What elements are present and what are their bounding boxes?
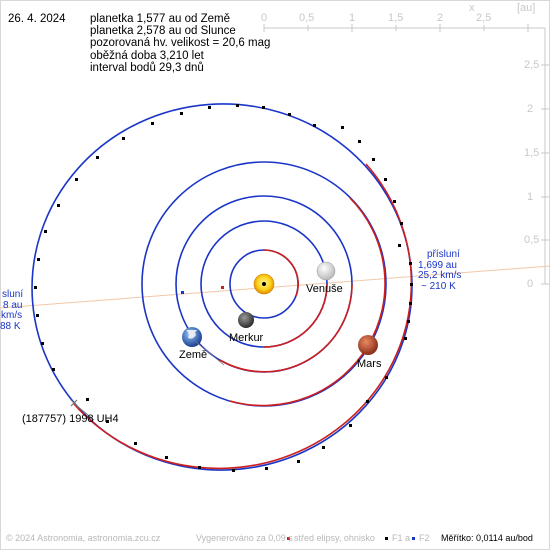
- mars-orbit-red: [229, 197, 386, 407]
- info-line: oběžná doba 3,210 let: [90, 49, 204, 62]
- perihelion-temperature: ~ 210 K: [421, 280, 456, 292]
- info-line: planetka 2,578 au od Slunce: [90, 25, 236, 38]
- footer-red-marker: [287, 537, 290, 540]
- info-line: planetka 1,577 au od Země: [90, 13, 231, 25]
- earth-asteroid-line: [195, 341, 225, 366]
- perihelion-distance: 1,699 au: [418, 259, 457, 271]
- x-tick-label: 2: [437, 12, 444, 24]
- scale-text: Měřítko: 0,0114 au/bod: [441, 533, 533, 543]
- focus-f2-marker: [181, 291, 184, 294]
- aphelion-annotation: sluní 8 au km/s 88 K: [0, 289, 24, 332]
- x-ticks: [263, 24, 529, 32]
- info-line: pozorovaná hv. velikost = 20,6 mag: [90, 37, 271, 50]
- asteroid-marker: [70, 399, 95, 421]
- y-tick-label: 1: [527, 191, 534, 203]
- footer-black-marker: [385, 537, 388, 540]
- legend-f2-text: F2: [419, 533, 430, 543]
- mercury-orbit-red: [263, 249, 299, 297]
- venus-orbit-red: [263, 283, 328, 348]
- copyright-text: © 2024 Astronomia, astronomia.zcu.cz: [6, 533, 161, 543]
- aphelion-temperature: 88 K: [0, 320, 21, 332]
- footer-blue-marker: [412, 537, 415, 540]
- asteroid-orbit-red: [73, 163, 413, 470]
- y-tick-label: 0,5: [524, 234, 540, 246]
- planet-orbits: [141, 161, 387, 407]
- x-tick-label: 1,5: [388, 12, 404, 24]
- info-block: planetka 1,577 au od Země planetka 2,578…: [90, 13, 270, 74]
- venus-label: Venuše: [306, 283, 343, 295]
- earth-planet: [182, 327, 202, 347]
- mars-label: Mars: [357, 358, 382, 370]
- y-ticks: [541, 64, 549, 285]
- earth-orbit-red: [219, 283, 353, 373]
- asteroid-orbit: [31, 103, 413, 471]
- earth-label: Země: [179, 349, 208, 361]
- perihelion-annotation: přísluní 1,699 au 25,2 km/s ~ 210 K: [418, 249, 462, 292]
- perihelion-speed: 25,2 km/s: [418, 270, 462, 281]
- sun: [253, 273, 275, 295]
- x-tick-label: 1: [349, 12, 356, 24]
- x-tick-label: 2,5: [476, 12, 492, 24]
- axes: [263, 24, 549, 285]
- perihelion-label: přísluní: [427, 249, 460, 260]
- y-tick-label: 2,5: [524, 59, 540, 71]
- y-tick-label: 0: [527, 278, 534, 290]
- mercury-planet: [238, 312, 254, 328]
- generated-text: Vygenerováno za 0,09 s: [196, 533, 293, 543]
- aphelion-distance: 8 au: [3, 299, 23, 311]
- aphelion-speed: km/s: [1, 310, 23, 321]
- x-tick-label: 0: [261, 12, 268, 24]
- date-label: 26. 4. 2024: [8, 13, 66, 25]
- mercury-label: Merkur: [229, 332, 264, 344]
- venus-planet: [316, 261, 336, 281]
- unit-label: [au]: [517, 2, 536, 14]
- asteroid-orbit-points: [34, 104, 413, 472]
- y-tick-label: 1,5: [524, 147, 540, 159]
- legend-f1-text: F1 a: [392, 533, 411, 543]
- x-tick-label: 0,5: [299, 12, 315, 24]
- x-axis-label: x: [469, 2, 475, 14]
- apsis-line: [0, 265, 550, 309]
- mars-planet: [358, 335, 378, 355]
- legend-center-text: střed elipsy, ohnisko: [294, 533, 375, 543]
- aphelion-label: sluní: [2, 289, 24, 300]
- info-line: interval bodů 29,3 dnů: [90, 61, 204, 74]
- asteroid-label: (187757) 1998 UH4: [22, 413, 119, 425]
- y-tick-label: 2: [527, 103, 534, 115]
- ellipse-markers: [181, 286, 224, 294]
- ellipse-center-marker: [221, 286, 224, 289]
